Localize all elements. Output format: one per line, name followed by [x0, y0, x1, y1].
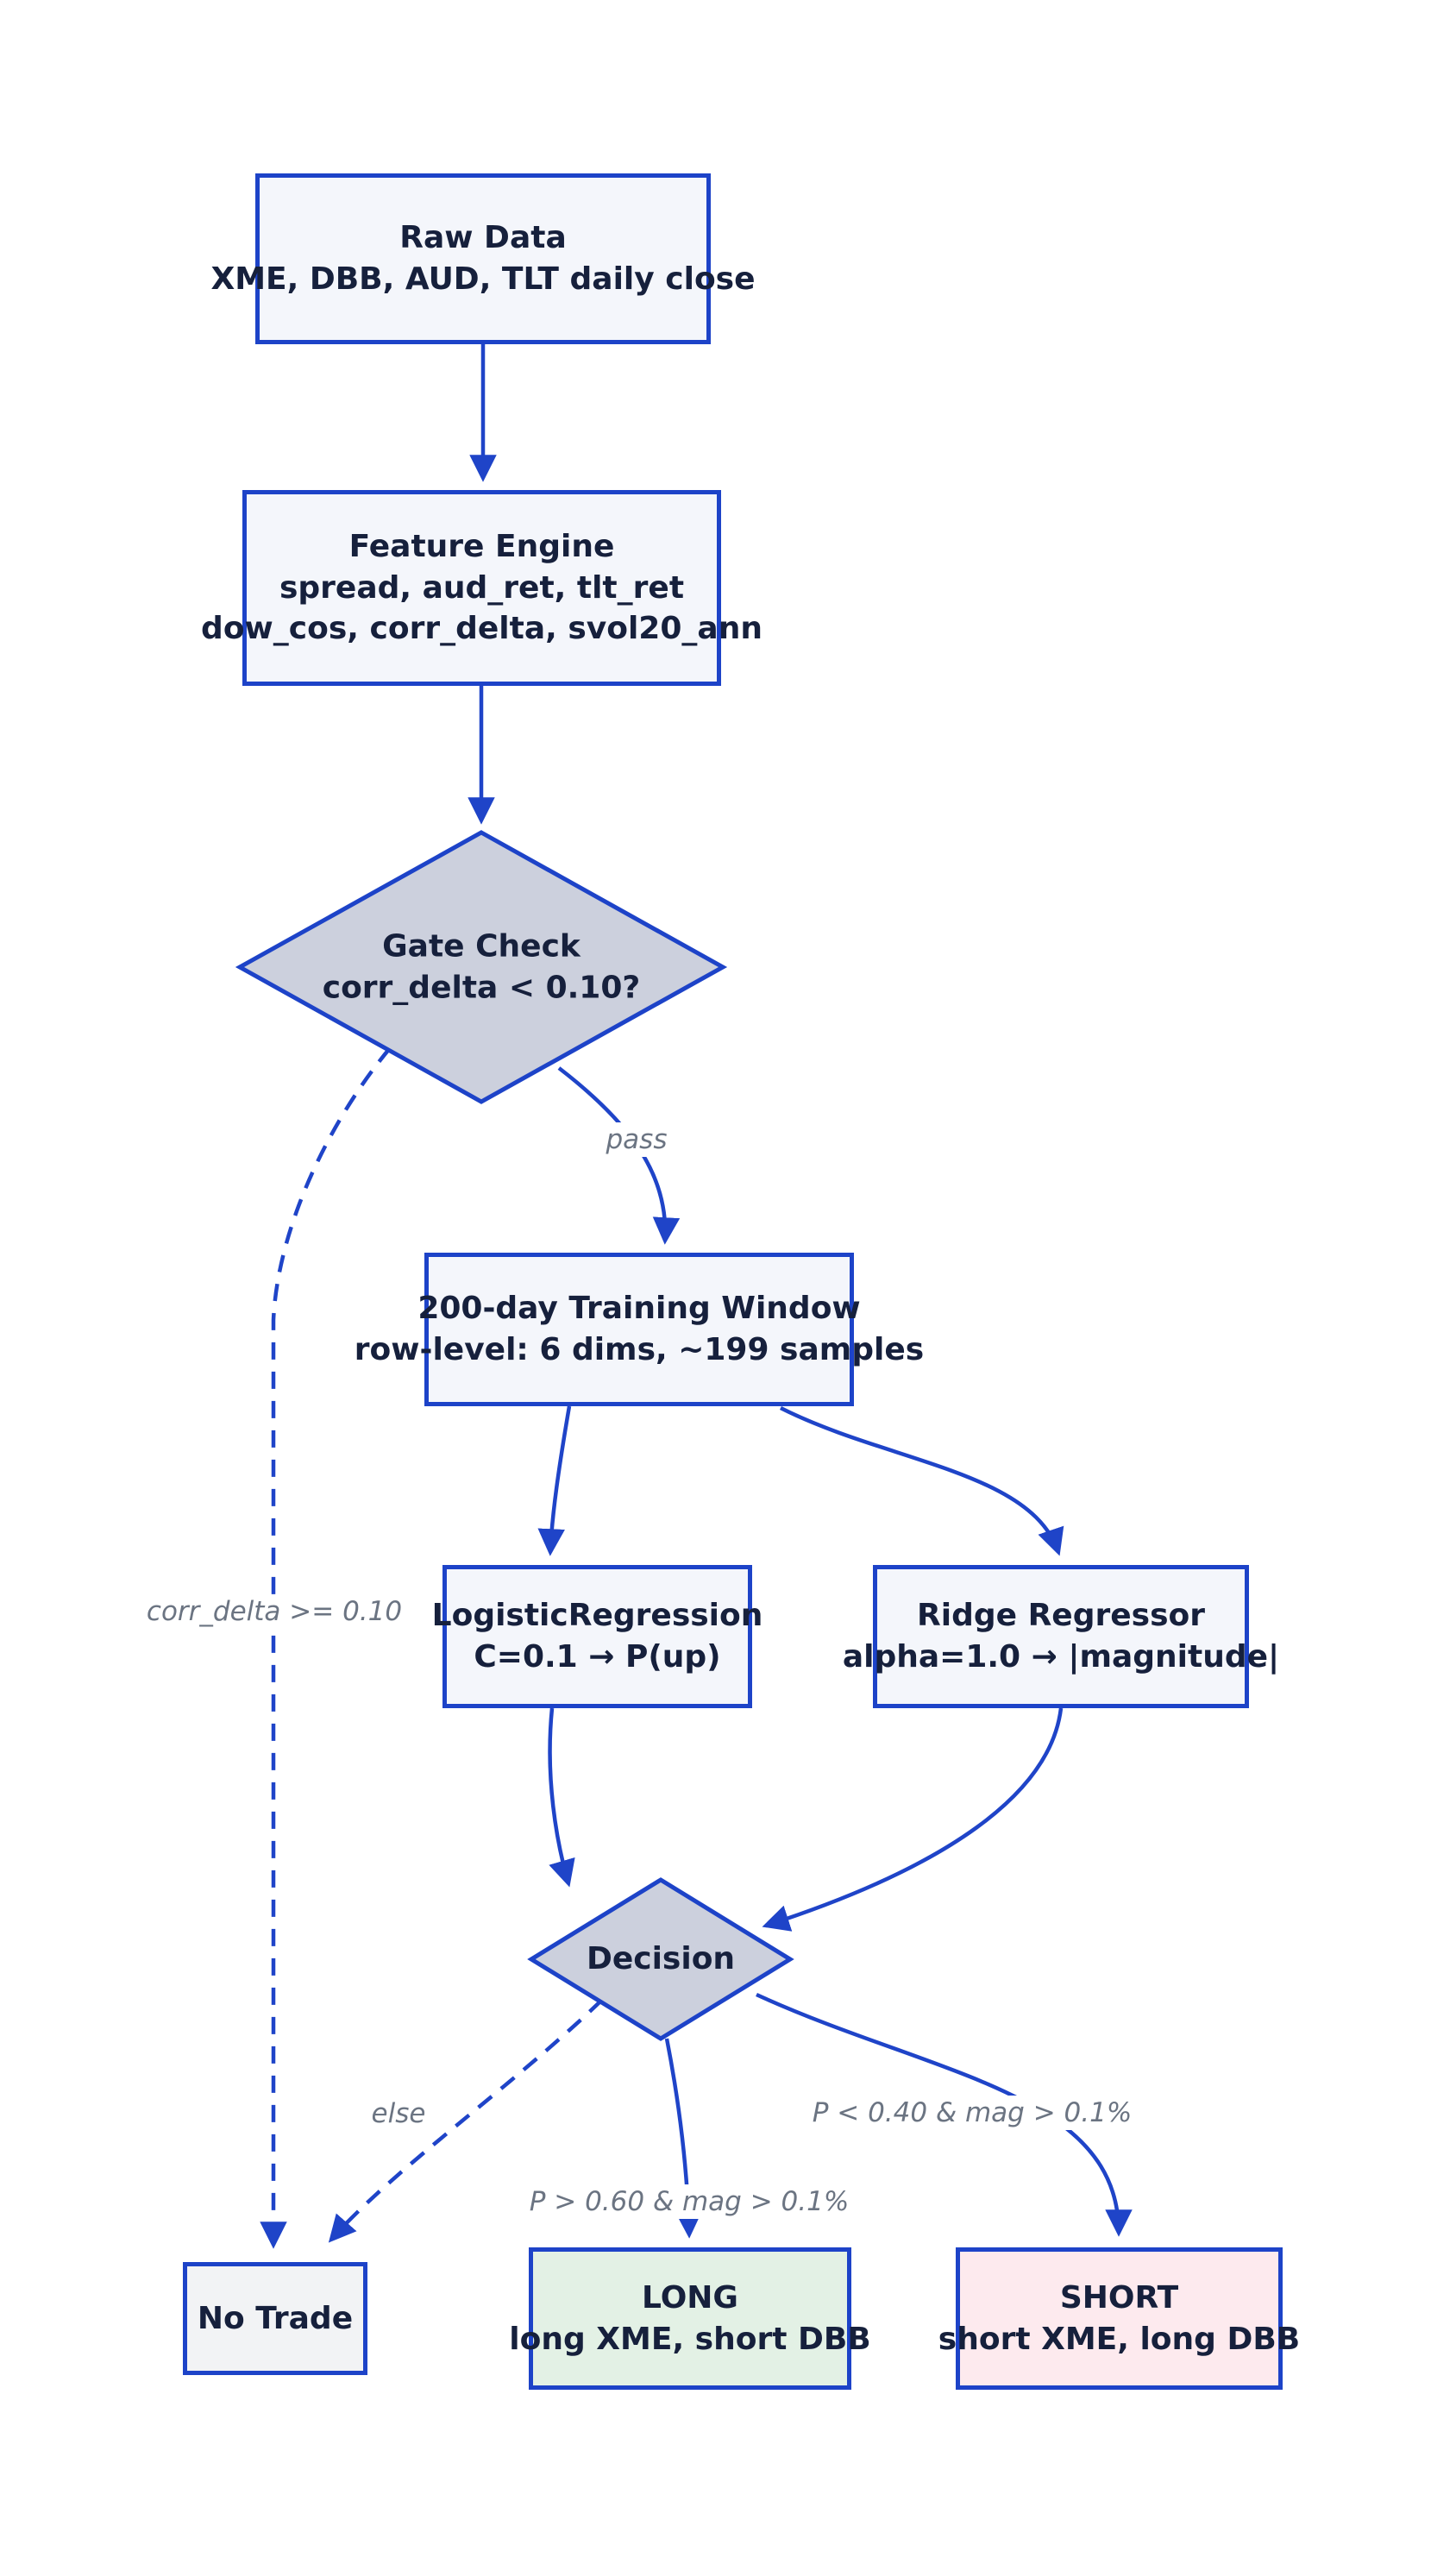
gate-check-title: Gate Check	[382, 928, 581, 965]
no-trade-node: No Trade	[183, 2262, 367, 2375]
label-gate-reject: corr_delta >= 0.10	[137, 1594, 411, 1629]
label-pass: pass	[597, 1122, 676, 1157]
decision-label: Decision	[587, 1939, 735, 1980]
edge-training-to-logistic	[537, 1405, 572, 1556]
long-node: LONG long XME, short DBB	[509, 2247, 871, 2390]
gate-check-label: Gate Check corr_delta < 0.10?	[323, 926, 641, 1008]
edge-decision-to-short	[756, 1992, 1133, 2237]
ridge-regressor-title: Ridge Regressor	[917, 1598, 1205, 1634]
gate-check-diamond	[235, 830, 728, 1104]
training-window-node: 200-day Training Window row-level: 6 dim…	[355, 1253, 924, 1406]
edge-gate-reject-to-no-trade	[260, 1046, 392, 2249]
label-else: else	[362, 2096, 435, 2131]
feature-engine-node: Feature Engine spread, aud_ret, tlt_ret …	[201, 490, 763, 686]
ridge-regressor-detail: alpha=1.0 → |magnitude|	[842, 1639, 1280, 1675]
logistic-regression-node: LogisticRegression C=0.1 → P(up)	[432, 1565, 763, 1708]
long-title: LONG	[642, 2279, 738, 2316]
no-trade-title: No Trade	[197, 2300, 354, 2336]
label-long-condition: P > 0.60 & mag > 0.1%	[520, 2184, 858, 2219]
raw-data-title: Raw Data	[399, 220, 567, 256]
feature-engine-detail-1: spread, aud_ret, tlt_ret	[279, 569, 685, 606]
edge-logistic-to-decision	[548, 1707, 575, 1888]
decision-diamond	[527, 1877, 794, 2041]
training-window-detail: row-level: 6 dims, ~199 samples	[354, 1332, 925, 1367]
gate-check-condition: corr_delta < 0.10?	[322, 970, 641, 1005]
label-short-condition: P < 0.40 & mag > 0.1%	[803, 2096, 1141, 2130]
raw-data-node: Raw Data XME, DBB, AUD, TLT daily close	[210, 173, 756, 344]
short-detail: short XME, long DBB	[938, 2321, 1301, 2357]
feature-engine-detail-2: dow_cos, corr_delta, svol20_ann	[201, 611, 763, 647]
edge-training-to-ridge	[779, 1405, 1064, 1556]
logistic-regression-title: LogisticRegression	[431, 1598, 763, 1634]
edge-decision-else-to-no-trade	[328, 1998, 604, 2243]
feature-engine-title: Feature Engine	[348, 529, 615, 565]
training-window-title: 200-day Training Window	[417, 1291, 861, 1327]
raw-data-detail: XME, DBB, AUD, TLT daily close	[210, 261, 756, 297]
ridge-regressor-node: Ridge Regressor alpha=1.0 → |magnitude|	[843, 1565, 1279, 1708]
long-detail: long XME, short DBB	[509, 2321, 871, 2357]
short-node: SHORT short XME, long DBB	[938, 2247, 1300, 2390]
short-title: SHORT	[1059, 2279, 1179, 2316]
decision-title: Decision	[586, 1941, 736, 1977]
edge-ridge-to-decision	[762, 1707, 1064, 1932]
logistic-regression-detail: C=0.1 → P(up)	[474, 1639, 721, 1675]
